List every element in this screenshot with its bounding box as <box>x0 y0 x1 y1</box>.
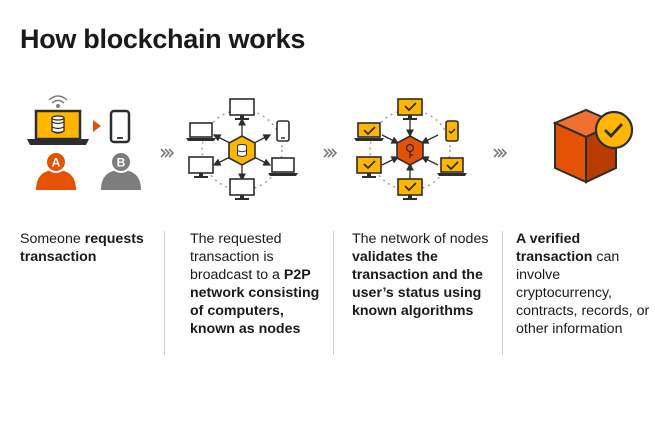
step-3-text-plain: The network of nodes <box>352 231 489 247</box>
validating-network-icon <box>353 98 468 201</box>
step-1-text-plain: Someone <box>20 231 85 247</box>
p2p-network-icon <box>185 98 299 201</box>
checkmark-icon <box>604 123 624 139</box>
step-1-text: Someone requests transaction <box>20 230 160 266</box>
page-title: How blockchain works <box>20 24 306 54</box>
laptop-icon <box>27 109 89 145</box>
laptop-to-phone-icon: A B <box>27 95 141 190</box>
step-2-text-plain: The requested transaction is broadcast t… <box>190 231 284 283</box>
column-divider <box>502 231 503 355</box>
user-a-avatar: A <box>36 151 76 190</box>
step-2-text: The requested transaction is broadcast t… <box>190 230 325 338</box>
badge-b: B <box>117 156 126 170</box>
step-2-text-bold: P2P network consisting of computers, kno… <box>190 267 320 337</box>
step-4-text-plain: can involve cryptocurrency, contracts, r… <box>516 249 650 337</box>
chevron-right-icon <box>493 148 507 158</box>
step-3-text: The network of nodes validates the trans… <box>352 230 492 320</box>
illustration-row: A B <box>27 95 634 201</box>
step-1-text-bold: requests transaction <box>20 231 144 265</box>
step-4-text: A verified transaction can involve crypt… <box>516 230 652 338</box>
column-divider <box>333 231 334 355</box>
phone-icon <box>109 109 131 144</box>
verified-block-icon <box>552 108 634 184</box>
send-arrow-icon <box>93 120 101 132</box>
user-b-avatar: B <box>101 151 141 190</box>
step-4-text-bold: A verified transaction <box>516 231 593 265</box>
chevron-right-icon <box>323 148 337 158</box>
wifi-icon <box>48 95 68 108</box>
chevron-right-icon <box>160 148 174 158</box>
step-3-text-bold: validates the transaction and the user’s… <box>352 249 483 319</box>
badge-a: A <box>52 156 61 170</box>
column-divider <box>164 231 165 355</box>
